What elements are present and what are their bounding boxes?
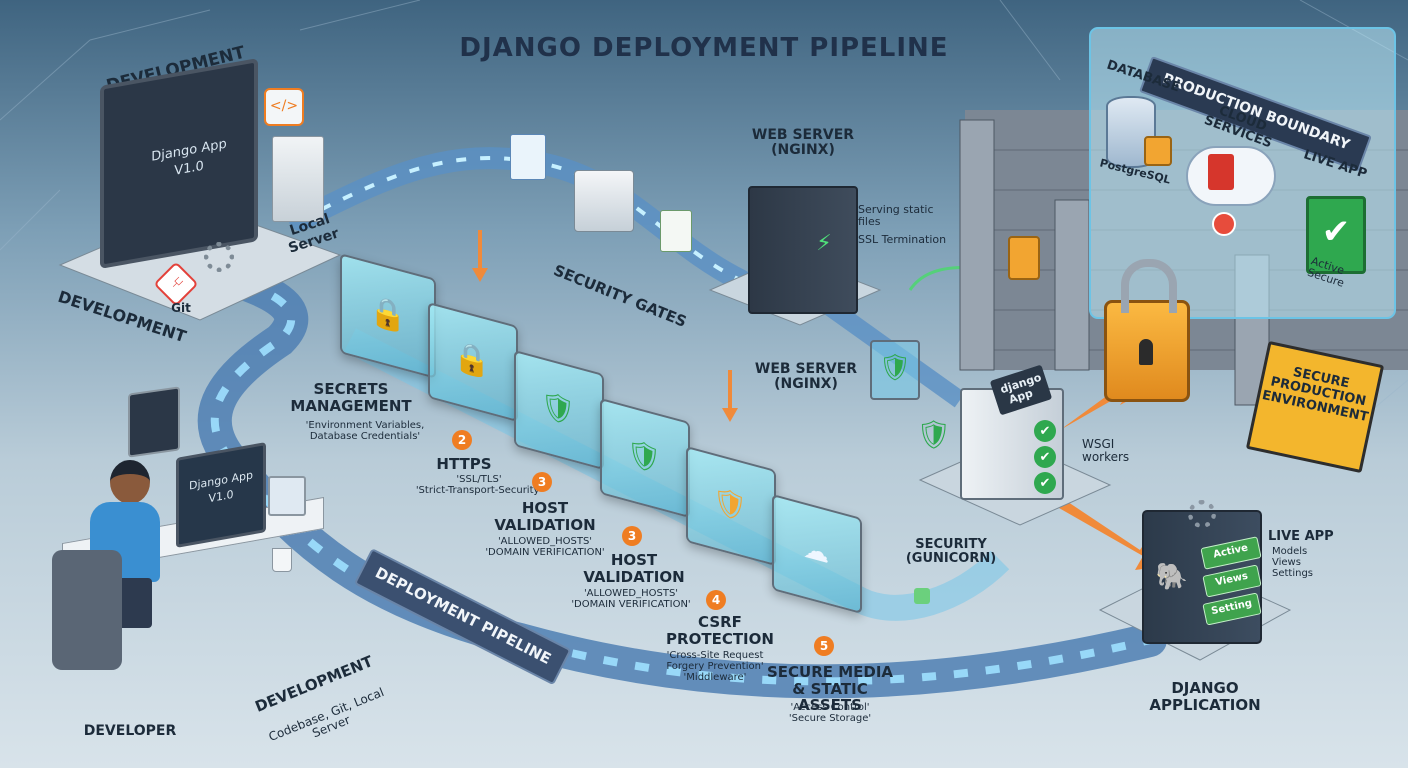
- gate-2-number: 2: [452, 430, 472, 450]
- shield-check-icon: 🛡: [916, 418, 952, 451]
- web-server-title-mid: WEB SERVER(NGINX): [754, 361, 858, 393]
- cloud-provider-logo-icon: [1208, 154, 1234, 190]
- check-icon: ✔: [1034, 420, 1056, 442]
- gate-pipeline: [344, 328, 1010, 621]
- security-gunicorn-label: SECURITY(GUNICORN): [905, 537, 997, 567]
- side-code-panel: [128, 386, 180, 458]
- gate-2-desc: 'SSL/TLS''Strict-Transport-Security': [415, 474, 543, 496]
- elephant-db-icon: 🐘: [1155, 562, 1189, 592]
- gate-3b-number: 3: [622, 526, 642, 546]
- spreadsheet-icon: [660, 210, 692, 252]
- padlock-icon: 🔒: [453, 337, 491, 383]
- shield-check-icon: 🛡: [626, 434, 662, 477]
- gate-5-desc: 'Access Control''Secure Storage': [788, 702, 872, 724]
- gate-4-number: 4: [706, 590, 726, 610]
- gear-icon: [1188, 500, 1216, 528]
- gate-3a-desc: 'ALLOWED_HOSTS''DOMAIN VERIFICATION': [485, 536, 605, 558]
- package-stack-icon: [574, 170, 634, 232]
- gate-5-number: 5: [814, 636, 834, 656]
- web-server-title-top: WEB SERVER(NGINX): [751, 127, 855, 159]
- side-chart-panel: [268, 476, 306, 516]
- file-icon: [510, 134, 546, 180]
- laptop-screen: Django App V1.0: [176, 442, 266, 548]
- shield-gate-icon: 🛡: [870, 340, 920, 400]
- gate-1-desc: 'Environment Variables,Database Credenti…: [305, 420, 425, 442]
- gate-5-title: SECURE MEDIA& STATIC ASSETS: [766, 663, 894, 714]
- gate-3a-number: 3: [532, 472, 552, 492]
- gate-2-title: HTTPS: [436, 455, 492, 473]
- page-title: DJANGO DEPLOYMENT PIPELINE: [459, 33, 949, 63]
- lightning-icon: ⚡: [816, 230, 832, 256]
- tag-setting: Setting: [1202, 592, 1262, 626]
- big-padlock-icon: [1104, 259, 1190, 402]
- gate-3b-desc: 'ALLOWED_HOSTS''DOMAIN VERIFICATION': [571, 588, 691, 610]
- db-lock-icon: [1144, 136, 1172, 166]
- cloud-lock-icon: ☁: [803, 533, 829, 571]
- wall-padlock-small-icon: [1008, 236, 1040, 280]
- dev-monitor: Django App V1.0: [100, 58, 258, 269]
- shield-check-icon: 🛡: [540, 386, 576, 429]
- live-app-title-lower: LIVE APP: [1268, 529, 1334, 544]
- lock-key-icon: 🔒: [369, 291, 407, 337]
- developer-chair: [52, 550, 122, 670]
- check-icon: ✔: [1034, 472, 1056, 494]
- code-bubble-icon: </>: [264, 88, 304, 126]
- git-label: Git: [171, 301, 191, 315]
- coffee-mug: [272, 548, 292, 572]
- shield-lock-icon: 🛡: [712, 482, 748, 525]
- developer-label: DEVELOPER: [83, 723, 177, 739]
- local-server-tower: [272, 136, 324, 222]
- small-lock-icon: [914, 588, 930, 604]
- app-server-rack: django App ✔ ✔ ✔: [960, 364, 1064, 500]
- live-app-check-card: ✔: [1306, 196, 1366, 274]
- gear-icon: [204, 242, 234, 272]
- web-server-rack: ⚡: [748, 186, 858, 314]
- django-app-server: 🐘 Active Views Setting: [1142, 500, 1262, 644]
- blocked-icon: [1212, 212, 1236, 236]
- check-icon: ✔: [1034, 446, 1056, 468]
